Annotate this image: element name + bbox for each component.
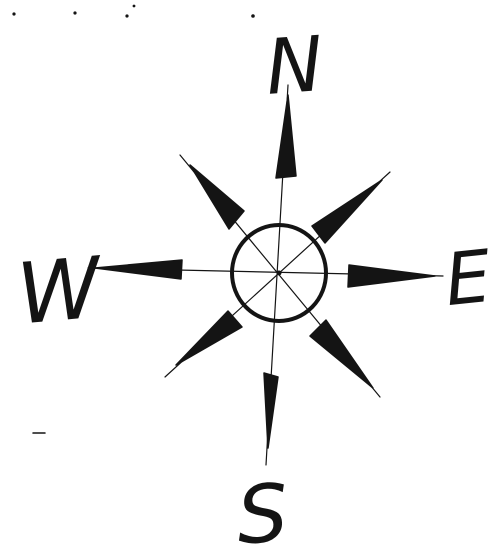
stray-marks <box>12 5 254 433</box>
label-west: W <box>13 238 107 343</box>
center-dot <box>277 271 282 276</box>
northeast-point <box>312 180 382 243</box>
south-point <box>264 373 278 448</box>
southwest-point <box>176 311 242 365</box>
east-point <box>348 265 435 287</box>
direction-labels: N E S W <box>13 19 493 556</box>
label-south: S <box>235 467 291 556</box>
southeast-point <box>310 320 373 388</box>
northwest-point <box>190 165 244 229</box>
west-point <box>95 260 182 279</box>
label-north: N <box>263 19 326 112</box>
label-east: E <box>441 234 493 322</box>
